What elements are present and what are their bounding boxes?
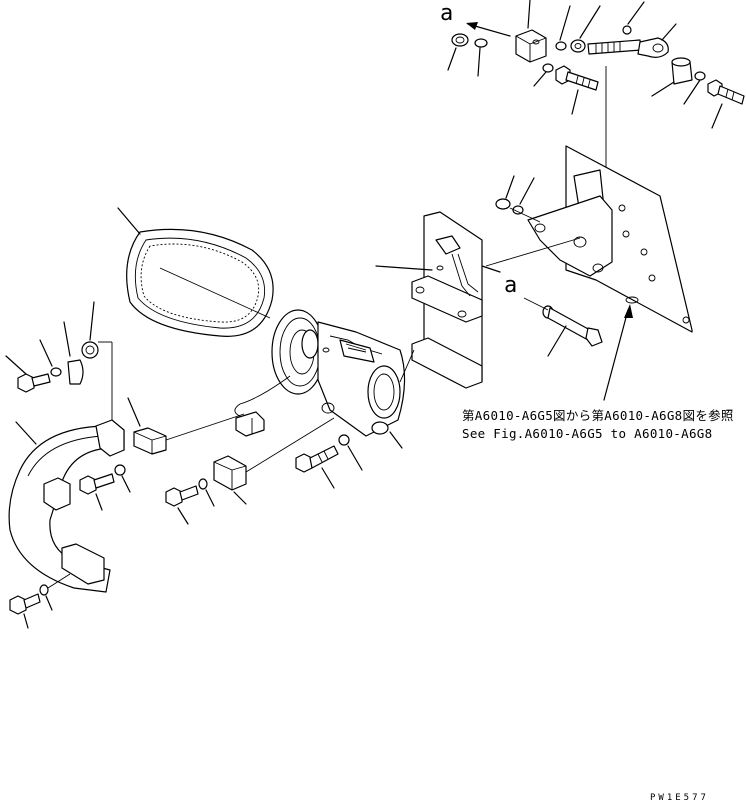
bracket-connector-line xyxy=(485,237,581,267)
block-guide-line xyxy=(165,413,245,441)
collar xyxy=(651,57,693,97)
washer-middle-1 xyxy=(338,434,363,471)
compressor-to-bracket-line xyxy=(399,349,415,383)
long-mounting-bolt xyxy=(523,297,603,357)
top-right-bolt xyxy=(707,79,745,129)
bracket-guide-line xyxy=(509,207,541,223)
reference-leader-arrow xyxy=(603,304,633,401)
bottom-guide-line xyxy=(47,573,71,589)
top-washer-3 xyxy=(533,63,554,87)
pulley-to-belt-line xyxy=(159,267,271,319)
bottom-washer xyxy=(39,584,53,611)
reference-note-ja: 第A6010-A6G5図から第A6010-A6G8図を参照 xyxy=(462,408,734,423)
top-block xyxy=(515,0,547,63)
top-bolt xyxy=(555,65,599,115)
long-adjust-bolt xyxy=(587,1,645,55)
left-clip xyxy=(63,321,84,385)
left-bolt-top xyxy=(5,355,51,393)
top-washer-1 xyxy=(474,38,488,77)
bolt-middle-2 xyxy=(165,485,199,525)
view-label-a-middle: a xyxy=(504,273,517,298)
left-spacer-block-1 xyxy=(127,397,167,455)
view-label-a-top: a xyxy=(440,1,453,26)
top-nut xyxy=(447,33,469,71)
bolt-middle-1 xyxy=(295,445,339,489)
cover-washer xyxy=(114,464,131,493)
wiring-connector xyxy=(234,375,291,437)
center-support-bracket xyxy=(375,211,483,389)
top-nut-2 xyxy=(570,5,601,53)
bracket-nut xyxy=(495,175,515,210)
left-washer-top xyxy=(39,339,62,377)
mounting-bracket-plate xyxy=(527,145,693,333)
bottom-bolt xyxy=(9,593,41,629)
reference-note-en: See Fig.A6010-A6G5 to A6010-A6G8 xyxy=(462,426,712,441)
bracket-washer xyxy=(512,177,535,215)
air-conditioner-compressor xyxy=(271,309,406,449)
cover-bolt xyxy=(79,473,115,511)
spacer-block-2 xyxy=(213,455,247,505)
spacer-guide-line xyxy=(245,417,335,473)
belt-cover xyxy=(8,419,125,593)
top-washer-2 xyxy=(555,5,571,51)
view-arrow-top xyxy=(466,22,511,37)
v-belt xyxy=(117,207,274,337)
washer-middle-2 xyxy=(198,478,215,507)
adjust-link xyxy=(637,23,677,58)
top-washer-4 xyxy=(683,71,706,105)
left-cap xyxy=(81,301,99,359)
drawing-code: PW1E577 xyxy=(650,793,709,803)
